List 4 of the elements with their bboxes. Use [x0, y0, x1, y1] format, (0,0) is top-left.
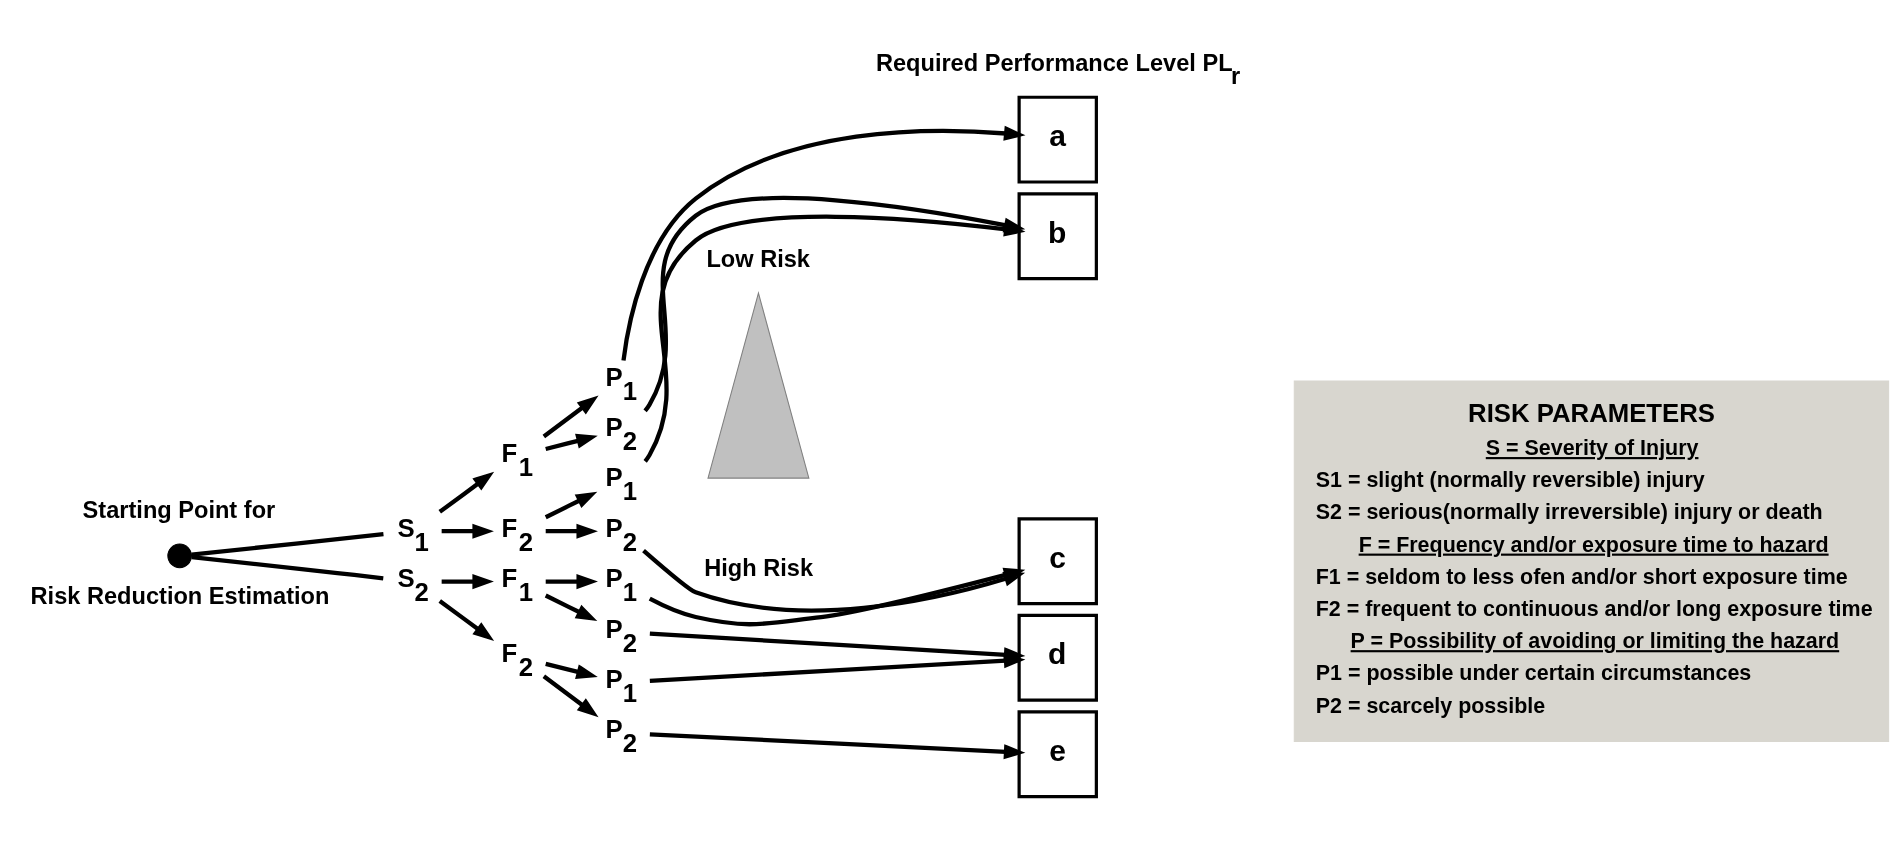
node-label: High Risk	[703, 554, 813, 581]
node-label: Risk Reduction Estimation	[30, 582, 329, 609]
node-label: Low Risk	[705, 245, 810, 272]
node-label: Starting Point for	[82, 496, 275, 523]
